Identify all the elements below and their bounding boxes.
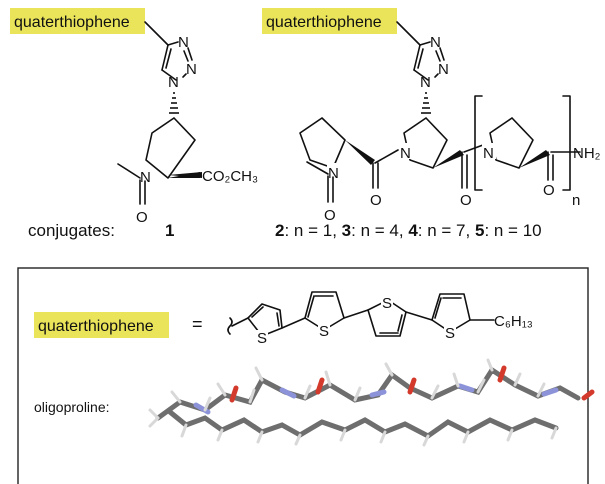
conjugate-4-text: : n = 7,	[418, 221, 475, 240]
wavy-attachment	[227, 317, 233, 335]
quaterthiophene-tag-3	[34, 312, 169, 338]
repeat-index-n: n	[572, 192, 580, 209]
oligoproline-3d-model	[148, 358, 595, 447]
pyrrolidine-2c-n: N	[483, 145, 494, 162]
quaterthiophene-tag-2	[262, 8, 397, 34]
panel-border	[17, 267, 589, 484]
thiophene-3-s: S	[382, 295, 392, 312]
pyrrolidine-1-n: N	[140, 169, 151, 186]
quaterthiophene-tag-1	[10, 8, 145, 34]
quaterthiophene-tag-3-label: quaterthiophene	[38, 318, 154, 335]
acetyl-1-o: O	[136, 209, 148, 226]
conjugate-4-number: 4	[408, 221, 418, 240]
thiophene-ring-2: S	[304, 291, 345, 340]
amide-nh2: NH₂	[573, 145, 601, 162]
oligoproline-label: oligoproline:	[34, 399, 110, 415]
hash-bond-2	[421, 92, 431, 114]
thiophene-ring-1: S	[247, 303, 283, 347]
pyrrolidine-2b-n: N	[400, 145, 411, 162]
conjugate-2-text: : n = 1,	[284, 221, 341, 240]
carbonyl-2a-o: O	[370, 192, 382, 209]
quaterthiophene-tag-1-label: quaterthiophene	[14, 14, 130, 31]
triazole-2-n-right: N	[438, 61, 449, 78]
quaterthiophene-tag-2-label: quaterthiophene	[266, 14, 382, 31]
pyrrolidine-2a-n: N	[328, 165, 339, 182]
conjugates-caption: conjugates: 1 2: n = 1, 3: n = 4, 4: n =…	[28, 221, 542, 240]
conjugate-1-number: 1	[165, 221, 174, 240]
conjugates-label: conjugates:	[28, 221, 115, 240]
acetyl-2-o: O	[324, 207, 336, 224]
structure-1: quaterthiophene N N N N O	[10, 8, 258, 226]
carbonyl-2c-o: O	[543, 182, 555, 199]
conjugate-3-text: : n = 4,	[351, 221, 408, 240]
thiophene-ring-4: S	[431, 293, 471, 342]
thiophene-ring-3: S	[367, 295, 407, 337]
triazole-1-n-right: N	[186, 61, 197, 78]
ester-1-label: CO₂CH₃	[202, 168, 258, 185]
triazole-1-n-top: N	[178, 34, 189, 51]
conjugate-2-number: 2	[275, 221, 284, 240]
triazole-1-n1: N	[168, 74, 179, 91]
carbonyl-2b-o: O	[460, 192, 472, 209]
conjugate-5-number: 5	[475, 221, 484, 240]
thiophene-1-s: S	[257, 330, 267, 347]
hash-bond-1	[169, 92, 179, 114]
triazole-2-n-top: N	[430, 34, 441, 51]
conjugate-5-text: : n = 10	[484, 221, 541, 240]
definition-panel: quaterthiophene = S S S	[17, 267, 595, 484]
hexyl-label: C₆H₁₃	[494, 313, 533, 330]
structure-2: quaterthiophene N N N N O	[262, 8, 601, 224]
conjugate-3-number: 3	[342, 221, 351, 240]
triazole-2-n1: N	[420, 74, 431, 91]
conjugate-series: 2: n = 1, 3: n = 4, 4: n = 7, 5: n = 10	[275, 221, 542, 240]
thiophene-2-s: S	[319, 323, 329, 340]
equals-sign: =	[192, 314, 203, 334]
thiophene-4-s: S	[445, 325, 455, 342]
